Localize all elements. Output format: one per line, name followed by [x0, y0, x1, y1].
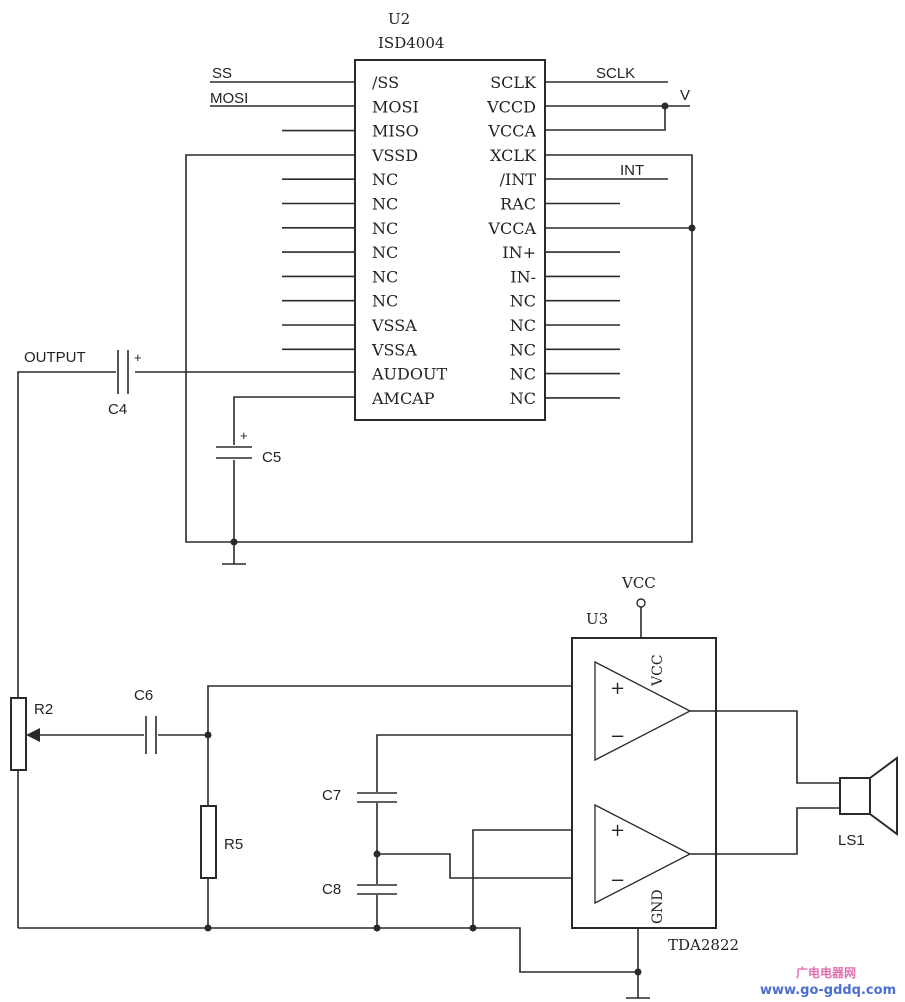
- r5-label: R5: [224, 836, 243, 853]
- u2-part: ISD4004: [378, 34, 444, 52]
- u2-right-pin-label: IN-: [510, 267, 536, 286]
- amp2-triangle: [594, 803, 692, 905]
- vcca-to-vccd-wire: [545, 106, 666, 131]
- amp1-plus: +: [610, 678, 625, 699]
- u3-tda2822: U3 TDA2822 + − + − VCC GND: [571, 610, 739, 954]
- amp1-output-wire: [690, 710, 840, 784]
- c7-label: C7: [322, 787, 341, 804]
- u3-ref: U3: [586, 610, 608, 628]
- u3-gnd-junction: [634, 968, 642, 976]
- u2-right-pin-label: NC: [510, 389, 536, 408]
- ground-loop-wire: [185, 154, 693, 543]
- speaker-magnet: [839, 777, 871, 815]
- watermark-url: www.go-gddq.com: [760, 983, 896, 998]
- r5-gnd-junction: [204, 924, 212, 932]
- u2-right-pin-label: NC: [510, 365, 536, 384]
- u2-ref: U2: [388, 10, 410, 28]
- amp2-plus-to-ground-wire: [472, 829, 572, 928]
- v-junction: [661, 102, 669, 110]
- output-wire: [17, 371, 116, 698]
- amp2-output-wire: [690, 807, 840, 855]
- u2-left-pin-label: NC: [372, 292, 398, 311]
- u2-left-pin-label: NC: [372, 267, 398, 286]
- u2-right-pin-label: IN+: [502, 243, 536, 262]
- sclk-net-label: SCLK: [596, 65, 635, 82]
- gnd-junction: [230, 538, 238, 546]
- u2-left-pin-label: AUDOUT: [371, 365, 447, 384]
- r2-label: R2: [34, 701, 53, 718]
- c5-label: C5: [262, 449, 281, 466]
- c5-plus: +: [240, 428, 248, 443]
- u3-gnd-pin: GND: [650, 889, 666, 924]
- amp1-triangle: [594, 660, 692, 762]
- output-net-label: OUTPUT: [24, 349, 86, 366]
- u2-left-pin-label: NC: [372, 219, 398, 238]
- v-net-label: V: [680, 87, 690, 104]
- u2-pins: /SS MOSI MISO VSSD NC NC NC NC NC NC VSSA VSSA AUDOU…: [282, 73, 620, 408]
- int-net-label: INT: [620, 162, 644, 179]
- speaker-cone: [869, 756, 898, 836]
- c8-label: C8: [322, 881, 341, 898]
- amp1-minus: −: [610, 726, 625, 747]
- c4-label: C4: [108, 401, 127, 418]
- c6-label: C6: [134, 687, 153, 704]
- u2-right-pin-label: XCLK: [490, 146, 537, 165]
- u2-right-pin-label: NC: [510, 340, 536, 359]
- u2-left-pin-label: AMCAP: [371, 389, 435, 408]
- ground-bus-wire: [18, 927, 638, 973]
- u2-left-pin-label: NC: [372, 195, 398, 214]
- u2-left-pin-label: /SS: [372, 73, 399, 92]
- u2-right-pin-label: VCCA: [487, 219, 536, 238]
- u2-left-pin-label: MISO: [372, 122, 419, 141]
- amp2-minus: −: [610, 870, 625, 891]
- r2-resistor: [10, 697, 27, 771]
- u2-right-pin-label: SCLK: [490, 73, 537, 92]
- u2-left-pin-label: NC: [372, 243, 398, 262]
- u2-body: [354, 59, 546, 421]
- u2-right-pin-label: VCCD: [486, 97, 536, 116]
- u3-body: [571, 637, 717, 929]
- u2-left-pin-label: VSSA: [371, 316, 417, 335]
- mosi-net-label: MOSI: [210, 90, 248, 107]
- watermark-cn: 广电电器网: [796, 965, 856, 980]
- c4-plus: +: [134, 350, 142, 365]
- u2-right-pin-label: VCCA: [487, 122, 536, 141]
- amcap-wire: [233, 396, 355, 445]
- u2-left-pin-label: NC: [372, 170, 398, 189]
- amp1-minus-to-c7-wire: [376, 734, 572, 792]
- u2-left-pin-label: VSSA: [371, 340, 417, 359]
- amp2-plus: +: [610, 820, 625, 841]
- c7-c8-to-amp2-minus-wire: [377, 853, 572, 879]
- c6-to-amp1-plus-wire: [207, 685, 572, 735]
- ss-net-label: SS: [212, 65, 232, 82]
- u2-right-pin-label: /INT: [500, 170, 537, 189]
- vcc-terminal: [636, 598, 646, 608]
- r5-resistor: [200, 805, 217, 879]
- ls1-label: LS1: [838, 832, 865, 849]
- u3-part: TDA2822: [668, 936, 739, 954]
- u2-right-pin-label: NC: [510, 316, 536, 335]
- u2-isd4004: U2 ISD4004 /SS MOSI MISO VSSD NC NC NC NC NC NC VS…: [282, 10, 620, 421]
- u2-right-pin-label: NC: [510, 292, 536, 311]
- u2-left-pin-label: MOSI: [372, 97, 419, 116]
- u2-left-pin-label: VSSD: [371, 146, 418, 165]
- vcc-net-label: VCC: [621, 574, 656, 592]
- vcca2-junction: [688, 224, 696, 232]
- u3-vcc-pin: VCC: [650, 654, 666, 687]
- r2-wiper-arrow: [26, 728, 40, 742]
- u2-right-pin-label: RAC: [500, 195, 536, 214]
